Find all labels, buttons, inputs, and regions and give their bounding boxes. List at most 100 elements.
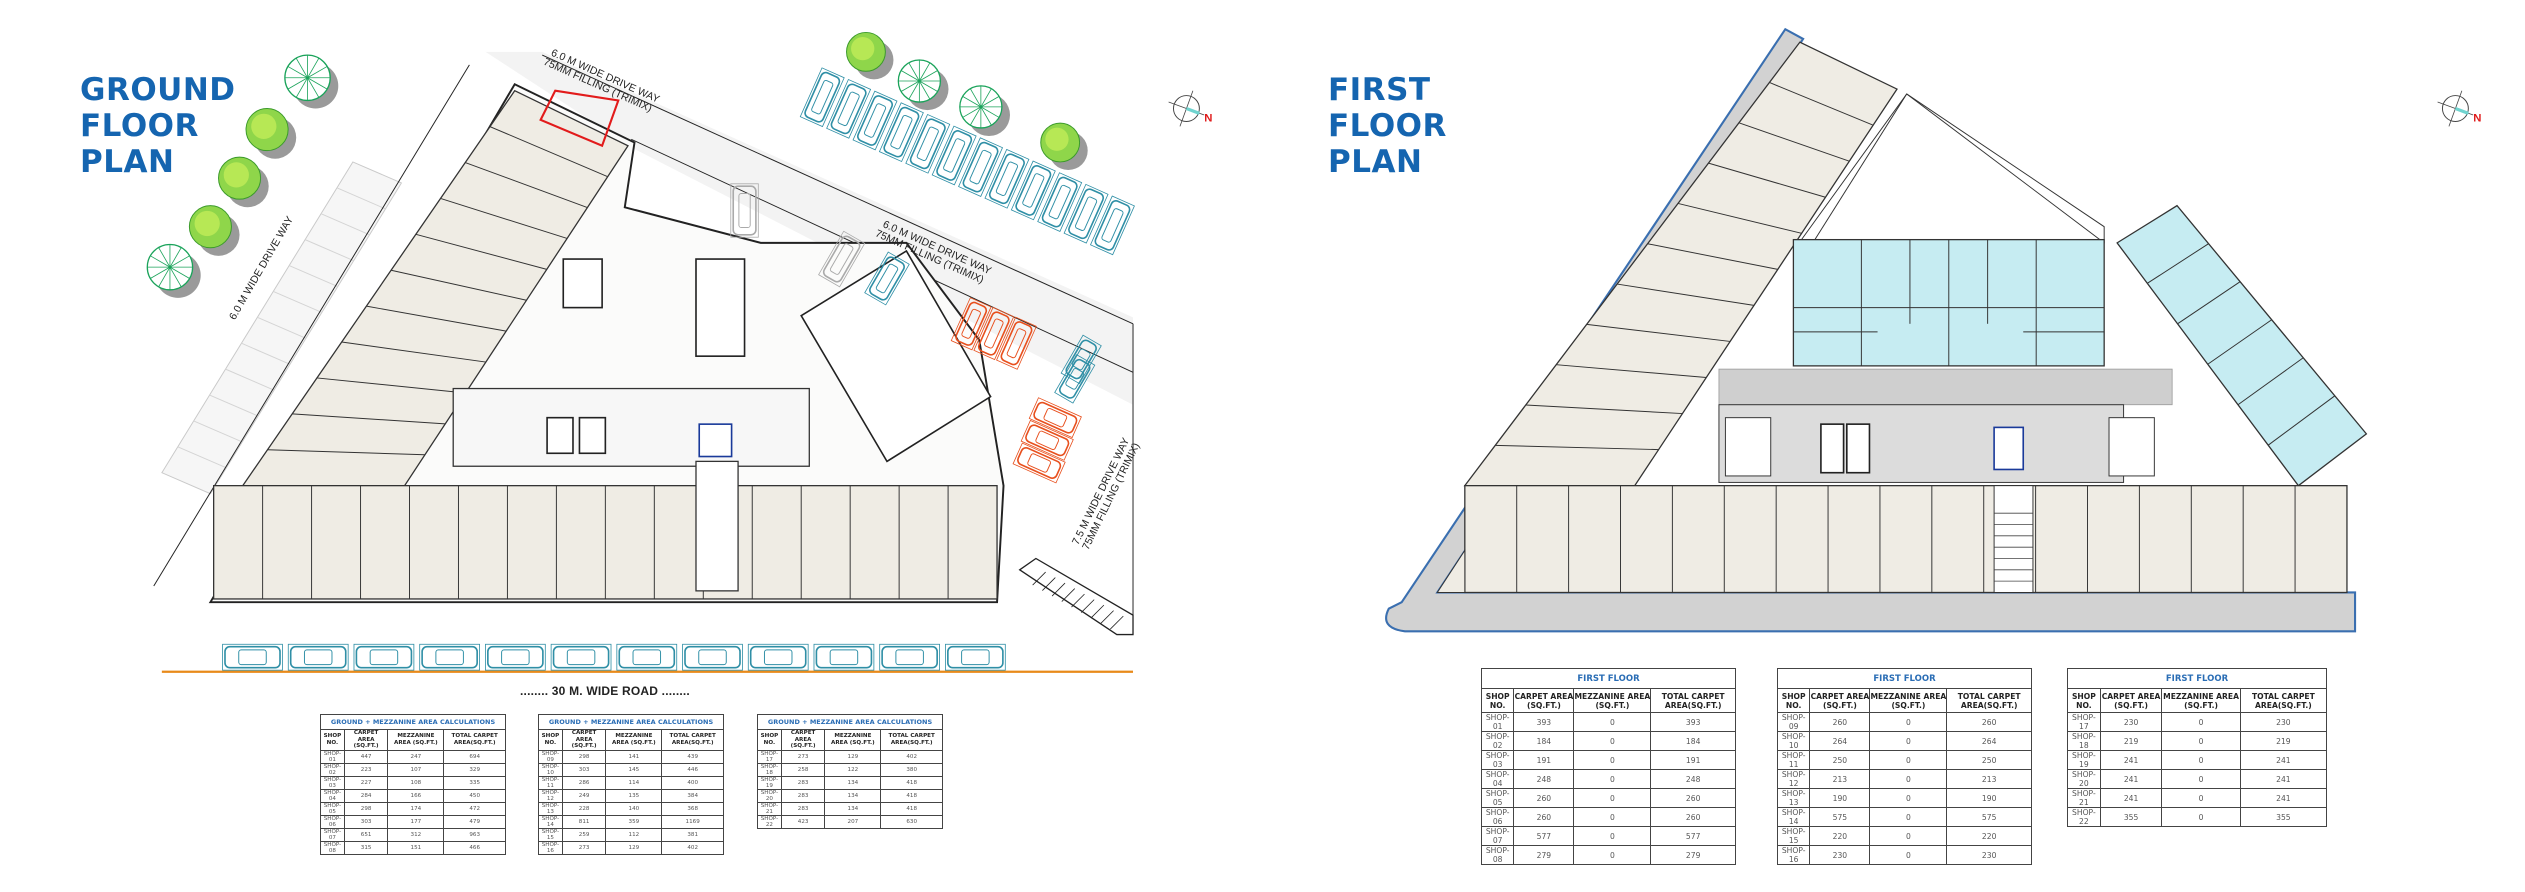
table-cell: 0 [1870, 827, 1947, 845]
shop-divider [2177, 281, 2241, 325]
table-cell: 260 [1651, 808, 1735, 826]
column-header: CARPET AREA (SQ.FT.) [1810, 689, 1870, 712]
table-cell: 191 [1651, 751, 1735, 769]
column-header: TOTAL CARPET AREA(SQ.FT.) [1651, 689, 1735, 712]
parked-car [973, 306, 1015, 361]
shop-divider [292, 413, 446, 425]
parking-bay [1063, 183, 1109, 244]
table-cell: SHOP-07 [321, 828, 344, 841]
parked-car [485, 643, 546, 671]
car-outline [881, 645, 938, 669]
table-cell: 259 [562, 828, 606, 841]
parking-bay [682, 643, 743, 671]
parked-car [1028, 397, 1082, 439]
table-cell: 0 [1870, 789, 1947, 807]
car-outline [857, 95, 894, 146]
table-cell: 213 [1810, 770, 1870, 788]
shop-divider [1647, 243, 1778, 270]
shop-divider [440, 197, 568, 239]
shop-divider [1586, 323, 1731, 342]
car-roof [1048, 184, 1071, 220]
table-cell: SHOP-08 [1482, 846, 1514, 864]
table-cell: 241 [2100, 770, 2162, 788]
column-header: SHOP NO. [321, 730, 344, 750]
title-line: PLAN [1328, 144, 1423, 180]
column-header: TOTAL CARPET AREA(SQ.FT.) [662, 730, 723, 750]
table-cell: 241 [2240, 751, 2326, 769]
shop-divider [1080, 599, 1095, 613]
table-cell: SHOP-17 [758, 750, 781, 763]
parking-bay [905, 113, 951, 174]
table-cell: 577 [1651, 827, 1735, 845]
shop-divider [366, 305, 507, 332]
table-cell: 0 [1870, 732, 1947, 750]
car-roof [566, 649, 596, 666]
car-outline [732, 185, 757, 236]
table-cell: 220 [1810, 827, 1870, 845]
table-cell: 283 [781, 776, 825, 789]
table-cell: 247 [388, 750, 444, 763]
table-cell: 0 [2162, 751, 2240, 769]
shop-divider [177, 446, 227, 469]
table-cell: SHOP-15 [1778, 827, 1810, 845]
table-cell: 264 [1947, 732, 2031, 750]
car-roof [895, 649, 924, 666]
parked-car [813, 643, 875, 671]
table-cell: SHOP-18 [758, 763, 781, 776]
table-cell: 0 [2162, 789, 2240, 807]
tree-branch [169, 266, 190, 279]
table-cell: 0 [1574, 827, 1651, 845]
table-cell: 284 [344, 789, 388, 802]
shop-divider [1677, 202, 1802, 234]
title-line: FLOOR [80, 108, 199, 144]
car-roof [738, 193, 751, 228]
table-cell: SHOP-16 [1778, 846, 1810, 864]
shop-divider [304, 239, 354, 262]
table-cell: 298 [344, 802, 388, 815]
table-cell: 355 [2240, 808, 2326, 826]
shop-divider [1090, 604, 1105, 619]
first-bottom-corner-shop [1436, 548, 1466, 593]
car-outline [909, 118, 946, 170]
table-cell: SHOP-14 [1778, 808, 1810, 826]
table-cell: SHOP-12 [1778, 770, 1810, 788]
table-caption: FIRST FLOOR [1482, 669, 1735, 688]
first-stair-right [2108, 417, 2155, 477]
table-cell: 0 [2162, 770, 2240, 788]
table-cell: 129 [606, 841, 662, 854]
car-outline [1094, 200, 1131, 251]
table-cell: 174 [388, 802, 444, 815]
car-roof [1006, 328, 1027, 359]
first-core [1718, 404, 2125, 483]
north-compass: N [2437, 90, 2481, 127]
table-cell: SHOP-22 [758, 815, 781, 828]
table-cell: 335 [444, 776, 505, 789]
ramp-hatch [1018, 557, 1134, 636]
car-outline [830, 83, 867, 135]
table-cell: 0 [2162, 808, 2240, 826]
tree-branch [169, 255, 190, 268]
car-outline [815, 645, 873, 669]
shop-divider [241, 342, 291, 365]
parked-car [419, 643, 480, 671]
table-cell: SHOP-08 [321, 841, 344, 854]
table-cell: 286 [562, 776, 606, 789]
table-cell: SHOP-20 [2068, 770, 2100, 788]
parking-bay [973, 306, 1015, 361]
parked-car [1037, 172, 1083, 232]
column-header: MEZZANINE AREA (SQ.FT.) [1870, 689, 1947, 712]
table-cell: 190 [1947, 789, 2031, 807]
